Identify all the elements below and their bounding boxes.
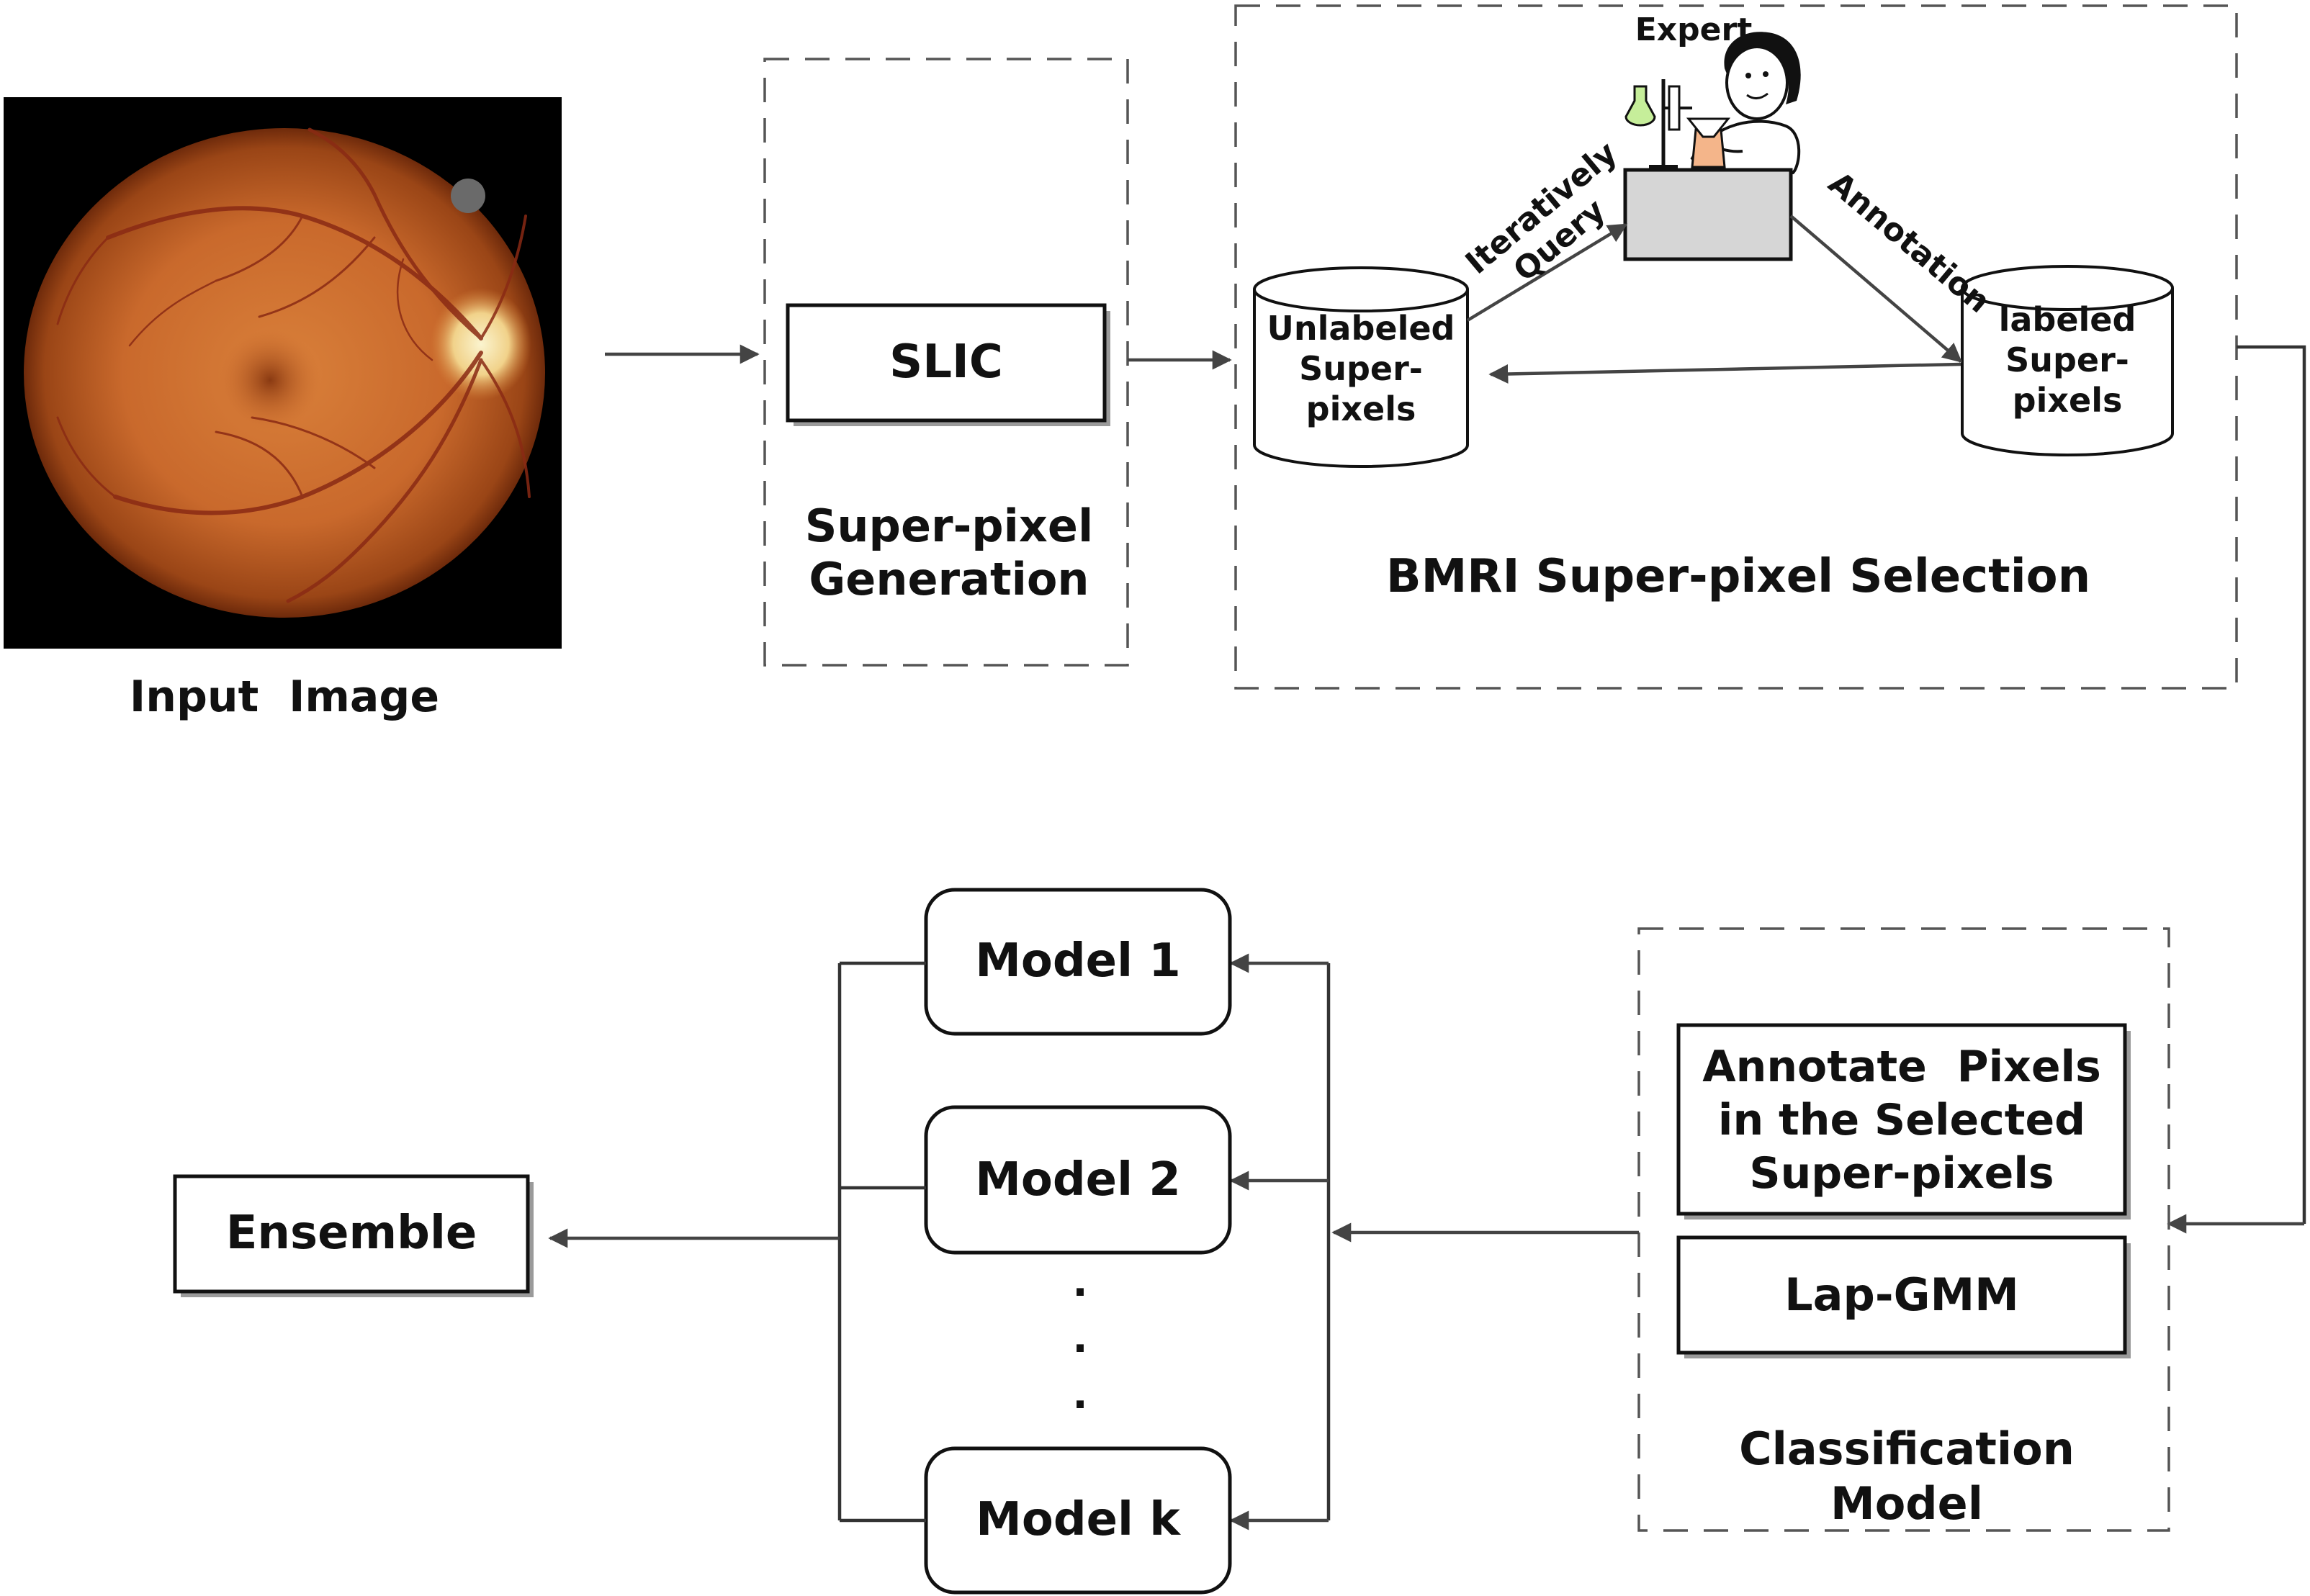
ellipsis-dot-3: . (1072, 1371, 1087, 1418)
superpixel-generation-label-line1: Super-pixel (805, 500, 1093, 552)
expert-label: Expert (1635, 12, 1753, 48)
annotate-label-line2: in the Selected (1718, 1095, 2085, 1145)
labeled-superpixels-cylinder (1961, 265, 2174, 456)
unlabeled-label-line2: Super- (1299, 349, 1423, 388)
lap-gmm-box (1676, 1235, 2127, 1355)
labeled-label-line1: labeled (1999, 300, 2136, 339)
expert-desk (1623, 168, 1793, 261)
unlabeled-label-line1: Unlabeled (1267, 309, 1455, 348)
slic-label: SLIC (889, 335, 1003, 389)
slic-box (786, 303, 1107, 423)
ensemble-box (173, 1174, 530, 1294)
connector-bmri-to-classification (2237, 345, 2306, 1224)
labeled-label-line3: pixels (2013, 381, 2123, 420)
classification-label-line2: Model (1830, 1477, 1983, 1530)
lap-gmm-label: Lap-GMM (1784, 1268, 2019, 1321)
annotate-pixels-box (1676, 1023, 2127, 1216)
classification-label-line1: Classification (1739, 1423, 2075, 1475)
labeled-label-line2: Super- (2005, 341, 2129, 379)
retinal-vessels (56, 127, 531, 603)
ellipsis-dot-2: . (1072, 1315, 1087, 1362)
model-2-box (924, 1105, 1232, 1255)
annotate-label-line3: Super-pixels (1749, 1148, 2054, 1199)
model-1-label: Model 1 (975, 934, 1181, 988)
superpixel-generation-label-line2: Generation (809, 553, 1089, 605)
model-k-label: Model k (976, 1493, 1181, 1546)
arrow-annotation (1789, 215, 1963, 363)
expert-figure (1624, 32, 1801, 174)
bmri-selection-label: BMRI Super-pixel Selection (1386, 550, 2090, 603)
annotation-label: Annotation (1821, 165, 1997, 320)
arrow-labeled-to-unlabeled (1488, 362, 1961, 384)
input-fundus-image (4, 97, 562, 649)
arrow-query (1466, 223, 1628, 322)
unlabeled-superpixels-cylinder (1253, 266, 1469, 468)
classification-stage (1637, 927, 2170, 1532)
annotate-label-line1: Annotate Pixels (1702, 1042, 2101, 1092)
unlabeled-label-line3: pixels (1306, 389, 1416, 428)
ensemble-label: Ensemble (226, 1207, 477, 1260)
model-2-label: Model 2 (975, 1153, 1181, 1207)
superpixel-generation-stage (763, 58, 1129, 667)
input-image-label: Input Image (130, 672, 439, 722)
ellipsis-dot-1: . (1072, 1259, 1087, 1306)
